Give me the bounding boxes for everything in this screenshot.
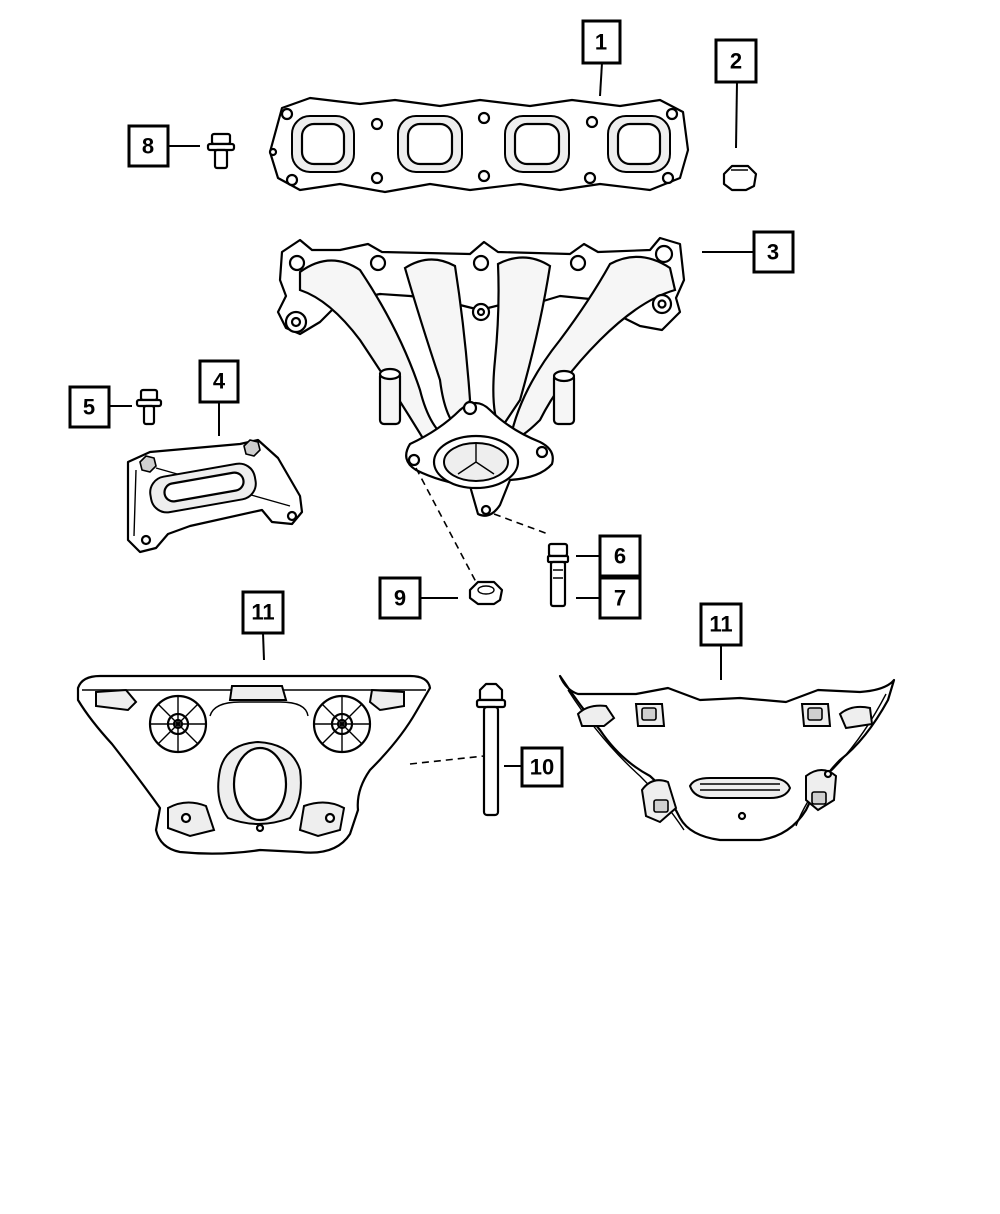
support-bracket [126,438,304,554]
callout-2: 2 [714,38,758,84]
callout-8-label: 8 [142,134,154,159]
long-bolt [475,682,507,817]
callout-3: 3 [752,230,795,274]
callout-6-label: 6 [614,544,626,569]
callout-10-label: 10 [530,755,554,780]
callout-9: 9 [378,576,422,620]
callout-3-label: 3 [767,240,779,265]
callout-5: 5 [68,385,111,429]
callout-1: 1 [581,19,622,65]
callout-2-label: 2 [730,49,742,74]
nut-9 [468,580,504,606]
callout-11-left-label: 11 [251,600,274,625]
exhaust-manifold-gasket [268,96,690,194]
callout-4-label: 4 [213,369,226,394]
heat-shield-upper [558,674,896,842]
callout-9-label: 9 [394,586,406,611]
callout-10: 10 [520,746,564,788]
bolt-5 [135,388,163,426]
nut-small [722,164,758,192]
callout-11-left: 11 [241,590,285,635]
stud-and-nut [546,542,570,608]
callout-11-right: 11 [699,602,743,647]
callout-1-label: 1 [595,30,607,55]
leader-lines [109,62,754,767]
callout-5-label: 5 [83,395,95,420]
callout-4: 4 [198,359,240,404]
exhaust-manifold [276,236,686,517]
callout-7-label: 7 [614,586,626,611]
callout-11-right-label: 11 [709,612,732,637]
callout-7: 7 [598,576,642,620]
heat-shield-lower [76,674,432,855]
callout-6: 6 [598,534,642,578]
bolt-8 [206,132,236,170]
callout-8: 8 [127,124,170,168]
